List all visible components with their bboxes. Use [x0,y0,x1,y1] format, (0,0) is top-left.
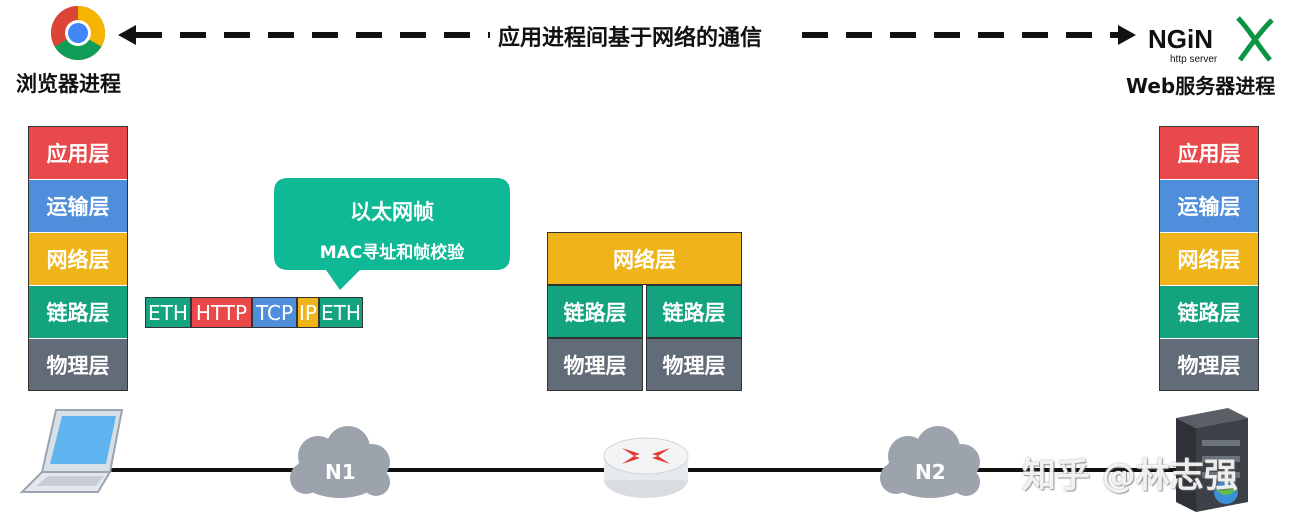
packet-eth-trailer: ETH [319,297,363,328]
router-link-layer-left: 链路层 [547,285,643,338]
nginx-sub-text: http server [1170,54,1218,65]
router-icon [603,437,689,498]
packet-ip: IP [297,297,319,328]
nginx-logo: NGiN http server [1148,16,1274,65]
ethernet-frame-callout [274,178,510,290]
server-icon [1176,408,1248,512]
cloud-n1-icon [290,426,390,498]
network-topology [19,408,1248,512]
right-layer-link: 链路层 [1160,286,1258,339]
router-link-layer-right: 链路层 [646,285,742,338]
network-n1-label: N1 [325,460,356,484]
callout-title: 以太网帧 [350,200,434,224]
right-layer-application: 应用层 [1160,127,1258,180]
comm-arrow [118,25,1136,45]
packet-tcp: TCP [252,297,297,328]
left-layer-link: 链路层 [29,286,127,339]
watermark: 知乎 @林志强 [1022,456,1238,496]
packet-http: HTTP [191,297,252,328]
right-protocol-stack: 应用层 运输层 网络层 链路层 物理层 [1159,126,1259,391]
comm-label: 应用进程间基于网络的通信 [498,26,763,51]
svg-text:NGiN: NGiN [1148,24,1213,54]
right-layer-transport: 运输层 [1160,180,1258,233]
laptop-icon [19,409,124,493]
callout-subtitle: MAC寻址和帧校验 [319,243,465,263]
arrow-head-left [118,25,136,45]
chrome-icon [50,5,106,61]
left-layer-physical: 物理层 [29,339,127,390]
server-process-label: Web服务器进程 [1126,74,1276,98]
right-layer-physical: 物理层 [1160,339,1258,390]
left-layer-transport: 运输层 [29,180,127,233]
right-layer-network: 网络层 [1160,233,1258,286]
router-physical-layer-right: 物理层 [646,338,742,391]
router-network-layer: 网络层 [547,232,742,285]
router-physical-layer-left: 物理层 [547,338,643,391]
left-protocol-stack: 应用层 运输层 网络层 链路层 物理层 [28,126,128,391]
left-layer-application: 应用层 [29,127,127,180]
network-n2-label: N2 [915,460,946,484]
cloud-n2-icon [880,426,980,498]
arrow-head-right [1118,25,1136,45]
browser-process-label: 浏览器进程 [16,72,121,96]
packet-eth-header: ETH [145,297,191,328]
left-layer-network: 网络层 [29,233,127,286]
